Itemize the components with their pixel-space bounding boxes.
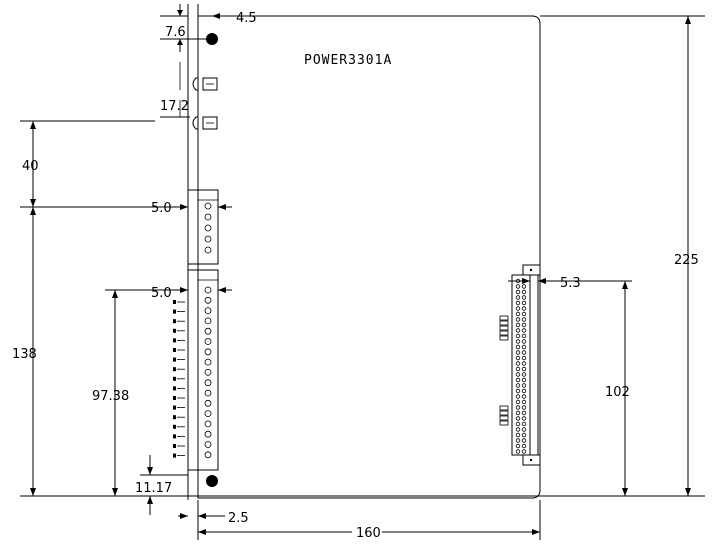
dim-138: 138	[12, 347, 37, 362]
mounting-hole-bottom	[206, 475, 218, 487]
dim-97-38: 97.38	[92, 389, 129, 404]
dim-4-5: 4.5	[236, 11, 257, 26]
dim-17-2: 17.2	[160, 99, 189, 114]
dim-2-5: 2.5	[228, 511, 249, 526]
edge-connector	[511, 264, 541, 466]
board-outline	[197, 15, 541, 499]
mounting-hole-top	[206, 33, 218, 45]
dimension-lines	[20, 4, 705, 540]
dim-225: 225	[674, 253, 699, 268]
dim-5-3: 5.3	[560, 276, 581, 291]
dim-7-6: 7.6	[165, 25, 186, 40]
dim-160: 160	[356, 526, 381, 541]
dim-11-17: 11.17	[135, 481, 172, 496]
dim-102: 102	[605, 385, 630, 400]
board-title: POWER3301A	[304, 53, 392, 68]
lower-terminal-marks	[173, 300, 185, 458]
led-indicator-1	[192, 77, 218, 91]
dim-5-0-lower: 5.0	[151, 286, 172, 301]
led-indicator-2	[192, 116, 218, 130]
lower-terminal-block	[187, 269, 219, 471]
connector-marks	[499, 315, 509, 426]
dim-5-0-upper: 5.0	[151, 201, 172, 216]
upper-terminal-block	[187, 189, 219, 265]
dimension-arrows	[30, 10, 691, 535]
dim-40: 40	[22, 159, 39, 174]
